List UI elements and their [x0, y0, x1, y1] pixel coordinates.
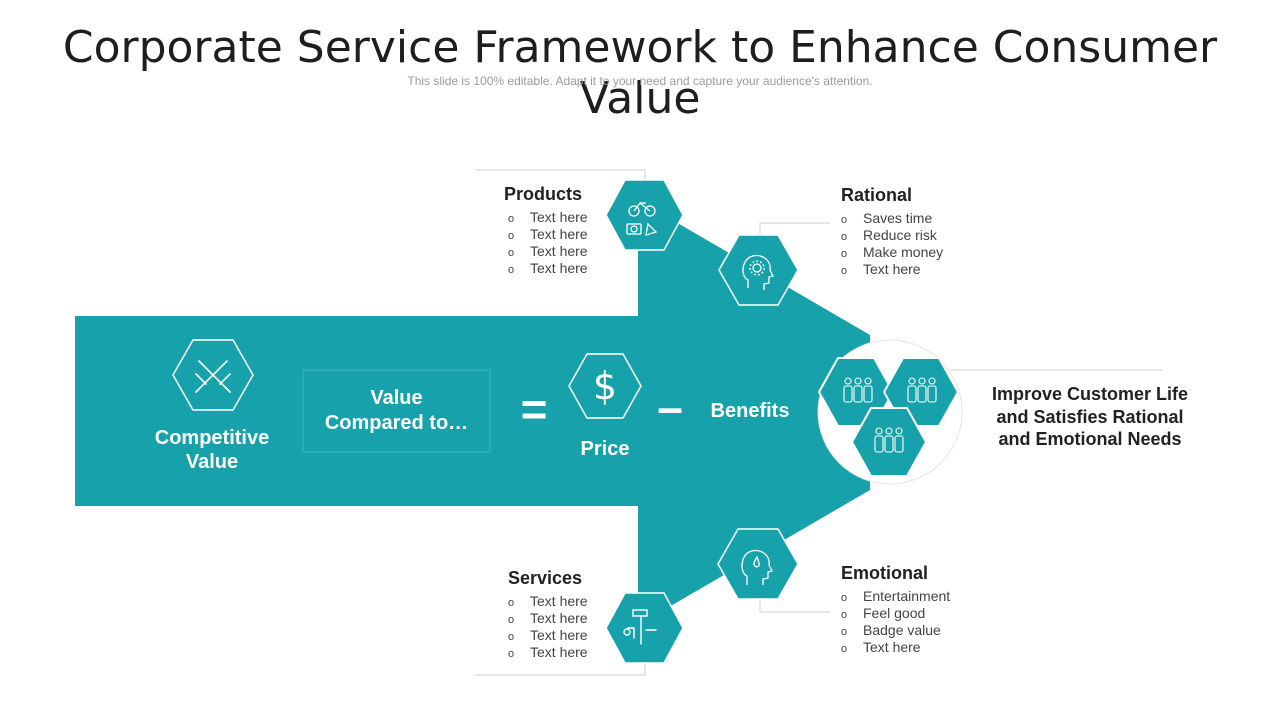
price-hex: $ — [568, 353, 642, 419]
emotional-block: Emotional Entertainment Feel good Badge … — [841, 563, 981, 656]
rational-hex — [718, 234, 799, 306]
list-item: Text here — [841, 639, 981, 656]
list-item: Make money — [841, 244, 981, 261]
emotional-hex — [717, 528, 799, 600]
list-item: Text here — [841, 261, 981, 278]
list-item: Saves time — [841, 210, 981, 227]
competitive-hex — [172, 339, 254, 411]
list-item: Text here — [508, 209, 610, 226]
products-connector — [475, 169, 646, 182]
list-item: Text here — [508, 226, 610, 243]
customer-hex-3 — [850, 407, 928, 477]
list-item: Feel good — [841, 605, 981, 622]
list-item: Text here — [508, 610, 610, 627]
products-block: Products Text here Text here Text here T… — [500, 184, 610, 277]
rational-title: Rational — [841, 185, 913, 205]
people-group-icon — [874, 427, 904, 453]
list-item: Text here — [508, 627, 610, 644]
list-item: Entertainment — [841, 588, 981, 605]
emotional-connector — [759, 598, 830, 613]
price-label: Price — [580, 438, 630, 460]
equals-sign: = — [520, 383, 548, 435]
minus-sign: – — [657, 381, 683, 433]
competitive-value-label: Competitive Value — [154, 427, 270, 473]
bicycle-camera-icon — [626, 202, 658, 236]
page-subtitle: This slide is 100% editable. Adapt it to… — [407, 74, 873, 88]
list-item: Text here — [508, 644, 610, 661]
head-gear-icon — [742, 254, 774, 290]
tools-icon — [623, 609, 657, 645]
rational-block: Rational Saves time Reduce risk Make mon… — [841, 185, 981, 278]
page-title: Corporate Service Framework to Enhance C… — [62, 22, 1218, 124]
benefits-label: Benefits — [710, 400, 790, 422]
emotional-list: Entertainment Feel good Badge value Text… — [841, 588, 981, 656]
rational-list: Saves time Reduce risk Make money Text h… — [841, 210, 981, 278]
crossed-swords-icon — [195, 360, 231, 393]
connector-lines — [475, 169, 1162, 676]
head-drop-icon — [741, 549, 773, 585]
products-list: Text here Text here Text here Text here — [508, 209, 610, 277]
services-list: Text here Text here Text here Text here — [508, 593, 610, 661]
main-arrow — [75, 200, 870, 625]
list-item: Text here — [508, 593, 610, 610]
emotional-title: Emotional — [841, 563, 929, 583]
people-group-icon — [843, 377, 873, 403]
services-title: Services — [508, 568, 583, 588]
list-item: Text here — [508, 260, 610, 277]
services-block: Services Text here Text here Text here T… — [500, 568, 610, 661]
people-group-icon — [907, 377, 937, 403]
value-compared-box — [302, 369, 491, 453]
products-title: Products — [504, 184, 583, 204]
value-compared-label: Value Compared to… — [324, 387, 469, 434]
services-connector — [475, 660, 646, 676]
list-item: Badge value — [841, 622, 981, 639]
list-item: Text here — [508, 243, 610, 260]
improve-customer-text: Improve Customer Life and Satisfies Rati… — [991, 384, 1189, 449]
customer-cluster — [817, 339, 963, 485]
dollar-icon: $ — [593, 364, 617, 408]
rational-connector — [759, 222, 830, 238]
list-item: Reduce risk — [841, 227, 981, 244]
